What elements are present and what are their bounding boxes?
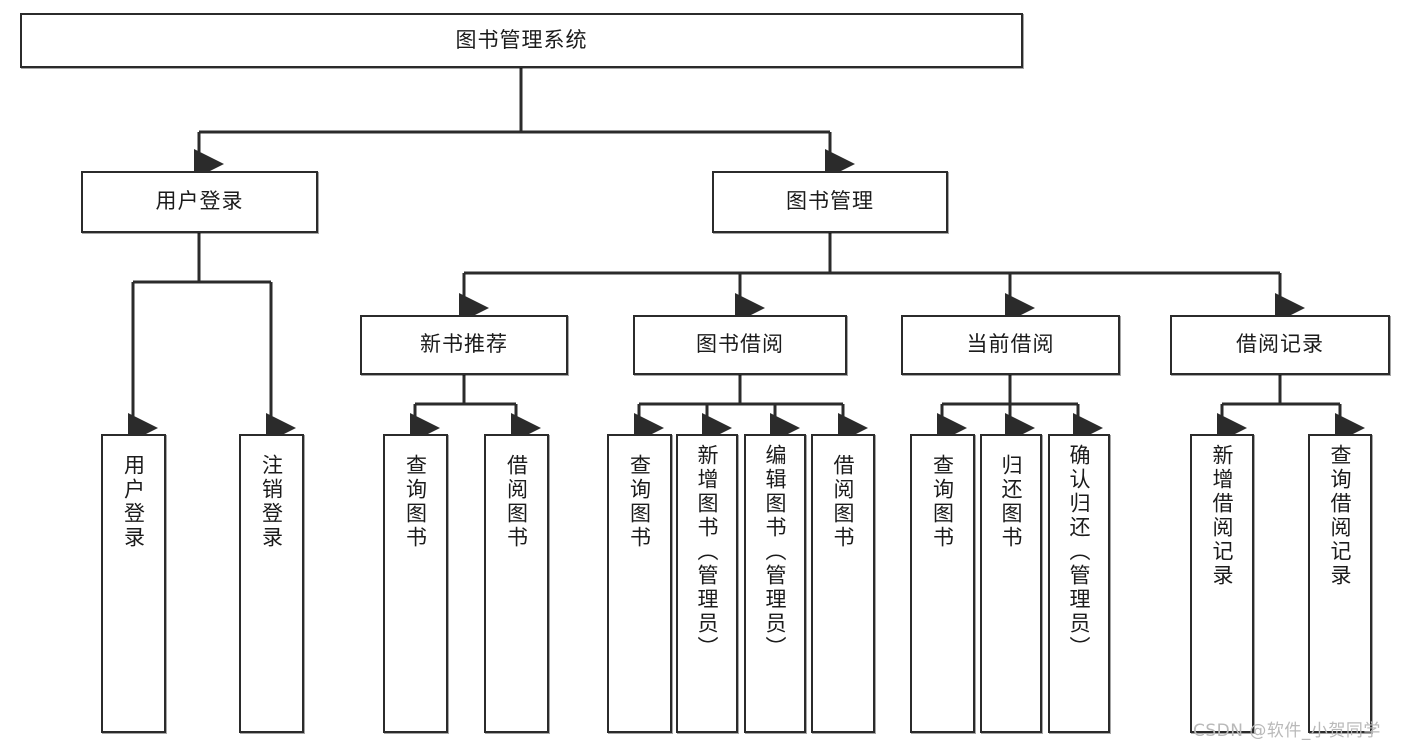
watermark-text: CSDN @软件_小贺同学 (1193, 721, 1381, 741)
node-leaf-add-book[interactable]: 新增图书（管理员） (676, 434, 738, 733)
node-leaf-query-book-2[interactable]: 查询图书 (607, 434, 672, 733)
node-leaf-add-record[interactable]: 新增借阅记录 (1190, 434, 1254, 733)
node-leaf-borrow-book-1[interactable]: 借阅图书 (484, 434, 549, 733)
node-leaf-query-book-3-label: 查询图书 (930, 454, 955, 550)
node-leaf-logout[interactable]: 注销登录 (239, 434, 304, 733)
node-borrow-record[interactable]: 借阅记录 (1170, 315, 1390, 375)
node-leaf-add-record-label: 新增借阅记录 (1210, 444, 1235, 588)
node-book-manage-label: 图书管理 (786, 189, 874, 214)
node-root-label: 图书管理系统 (455, 27, 588, 52)
node-leaf-edit-book[interactable]: 编辑图书（管理员） (744, 434, 806, 733)
node-leaf-add-book-label: 新增图书（管理员） (695, 444, 720, 660)
node-leaf-return-book-label: 归还图书 (999, 454, 1024, 550)
node-root[interactable]: 图书管理系统 (20, 13, 1023, 68)
node-leaf-edit-book-label: 编辑图书（管理员） (763, 444, 788, 660)
node-new-book-recommend[interactable]: 新书推荐 (360, 315, 568, 375)
node-current-borrow[interactable]: 当前借阅 (901, 315, 1120, 375)
node-user-login[interactable]: 用户登录 (81, 171, 318, 233)
node-leaf-query-book-1[interactable]: 查询图书 (383, 434, 448, 733)
node-leaf-confirm-return[interactable]: 确认归还（管理员） (1048, 434, 1110, 733)
node-leaf-logout-label: 注销登录 (259, 454, 284, 550)
node-user-login-label: 用户登录 (155, 189, 244, 214)
node-leaf-query-book-2-label: 查询图书 (627, 454, 652, 550)
node-leaf-borrow-book-2[interactable]: 借阅图书 (811, 434, 875, 733)
node-leaf-confirm-return-label: 确认归还（管理员） (1067, 444, 1092, 660)
node-new-book-recommend-label: 新书推荐 (420, 332, 508, 357)
node-leaf-user-login-label: 用户登录 (121, 454, 146, 550)
node-leaf-query-book-3[interactable]: 查询图书 (910, 434, 975, 733)
node-book-borrow-label: 图书借阅 (696, 332, 784, 357)
node-leaf-user-login[interactable]: 用户登录 (101, 434, 166, 733)
node-current-borrow-label: 当前借阅 (966, 332, 1055, 357)
node-book-manage[interactable]: 图书管理 (712, 171, 948, 233)
node-leaf-borrow-book-2-label: 借阅图书 (831, 454, 856, 550)
node-leaf-return-book[interactable]: 归还图书 (980, 434, 1042, 733)
node-leaf-query-record-label: 查询借阅记录 (1328, 444, 1353, 588)
node-leaf-query-book-1-label: 查询图书 (403, 454, 428, 550)
node-leaf-borrow-book-1-label: 借阅图书 (504, 454, 529, 550)
node-borrow-record-label: 借阅记录 (1236, 332, 1324, 357)
node-leaf-query-record[interactable]: 查询借阅记录 (1308, 434, 1372, 733)
node-book-borrow[interactable]: 图书借阅 (633, 315, 847, 375)
